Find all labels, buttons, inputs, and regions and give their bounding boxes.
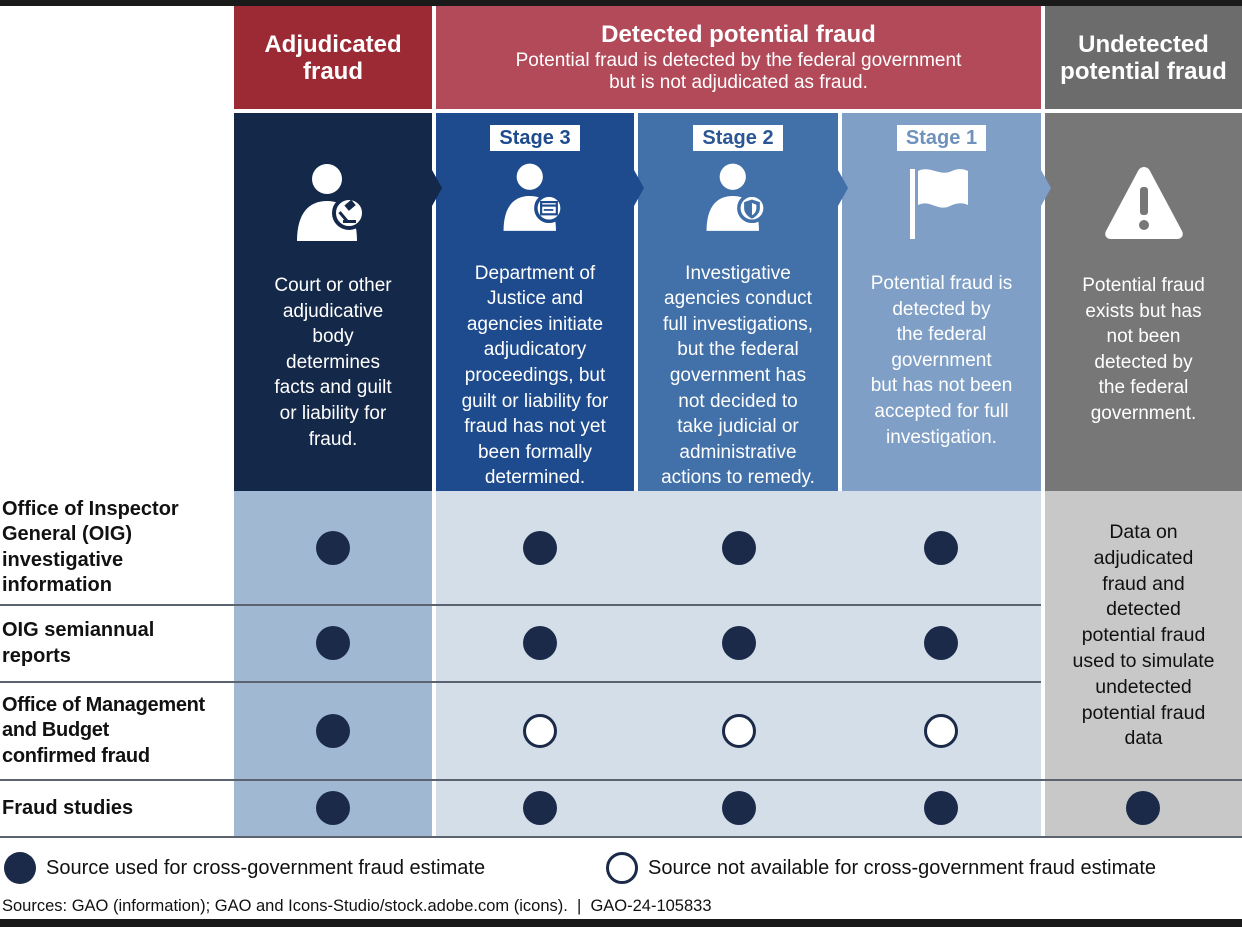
row-divider	[0, 604, 1041, 606]
row-label-fraud-studies: Fraud studies	[2, 796, 134, 819]
source-used-dot	[722, 531, 756, 565]
source-used-dot	[722, 626, 756, 660]
header-undetected-potential-fraud: Undetected potential fraud	[1045, 6, 1242, 109]
source-used-dot	[316, 626, 350, 660]
header-detected-title: Detected potential fraud	[601, 21, 876, 48]
source-used-dot	[523, 791, 557, 825]
legend-empty-label: Source not available for cross-governmen…	[648, 857, 1157, 879]
source-used-dot	[722, 791, 756, 825]
source-not-available-dot	[523, 714, 557, 748]
person-shield-icon	[706, 163, 767, 231]
row-label-omb-confirmed: Office of Management and Budget confirme…	[2, 693, 205, 767]
stage-badge: Stage 3	[490, 125, 580, 151]
chevron-right-icon	[838, 170, 848, 206]
column-description: Department of Justice and agencies initi…	[461, 262, 609, 489]
column-stage-2: Stage 2 Investigative agencies conduct f…	[638, 113, 838, 491]
column-stage-1: Stage 1 Potential fraud is detected by t…	[842, 113, 1041, 491]
legend-empty-dot	[606, 852, 638, 884]
source-used-dot	[924, 531, 958, 565]
column-description: Court or other adjudicative body determi…	[274, 275, 392, 450]
column-stage-3: Stage 3 Department of Justice and agenci…	[436, 113, 634, 491]
header-detected-subtitle: Potential fraud is detected by the feder…	[515, 50, 962, 93]
column-description: Investigative agencies conduct full inve…	[661, 262, 815, 489]
column-adjudicated: Court or other adjudicative body determi…	[234, 113, 432, 491]
bottom-border	[0, 919, 1242, 927]
stage-badge: Stage 2	[693, 125, 783, 151]
row-label-oig-semiannual: OIG semiannual reports	[2, 619, 155, 667]
legend-filled-dot	[4, 852, 36, 884]
source-used-dot	[316, 791, 350, 825]
source-not-available-dot	[924, 714, 958, 748]
chevron-right-icon	[1041, 170, 1051, 206]
person-document-icon	[503, 163, 564, 231]
column-description: Potential fraud is detected by the feder…	[870, 273, 1013, 448]
undetected-simulation-note: Data on adjudicated fraud and detected p…	[1072, 521, 1215, 750]
sources-note: Sources: GAO (information); GAO and Icon…	[2, 897, 712, 915]
warning-icon	[1104, 167, 1183, 239]
source-not-available-dot	[722, 714, 756, 748]
legend-filled-label: Source used for cross-government fraud e…	[46, 857, 486, 879]
source-used-dot	[523, 531, 557, 565]
source-used-dot	[924, 626, 958, 660]
row-divider	[0, 836, 1242, 838]
person-gavel-icon	[297, 164, 366, 241]
chevron-right-icon	[634, 170, 644, 206]
column-undetected: Potential fraud exists but has not been …	[1045, 113, 1242, 491]
source-used-dot	[316, 714, 350, 748]
row-divider	[0, 681, 1041, 683]
source-used-dot	[316, 531, 350, 565]
header-detected-potential-fraud: Detected potential fraud Potential fraud…	[436, 6, 1041, 109]
row-label-oig-investigative: Office of Inspector General (OIG) invest…	[2, 497, 179, 597]
top-border	[0, 0, 1242, 6]
header-adjudicated-title: Adjudicated fraud	[264, 30, 402, 85]
header-undetected-title: Undetected potential fraud	[1060, 30, 1227, 85]
stage-badge: Stage 1	[896, 125, 987, 151]
header-adjudicated-fraud: Adjudicated fraud	[234, 6, 432, 109]
column-description: Potential fraud exists but has not been …	[1082, 275, 1205, 424]
chevron-right-icon	[432, 170, 442, 206]
row-divider	[0, 779, 1242, 781]
source-used-dot	[924, 791, 958, 825]
source-used-dot	[523, 626, 557, 660]
flag-icon	[909, 169, 968, 239]
source-used-dot	[1126, 791, 1160, 825]
